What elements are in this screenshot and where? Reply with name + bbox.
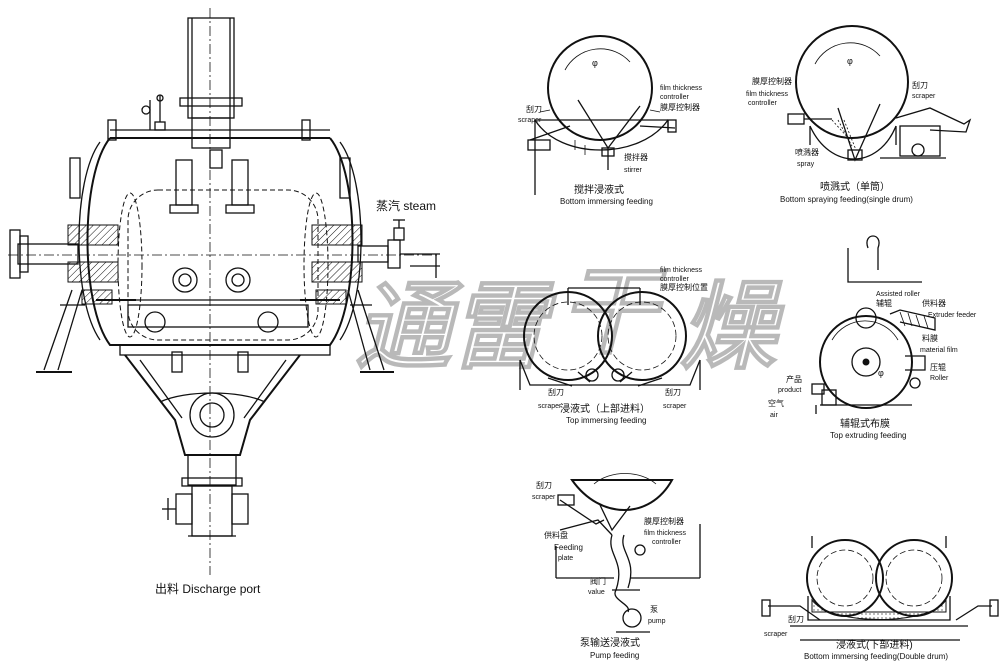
- bi-ctrl-en-1: film thickness: [660, 85, 703, 92]
- panel-pump-feeding: [555, 473, 701, 633]
- panel-bottom-immersing: [527, 35, 677, 195]
- ti-scraper-en-l: scraper: [538, 403, 562, 410]
- te-product-cn: 产品: [786, 374, 802, 384]
- bi-ctrl-en-2: controller: [660, 94, 689, 101]
- watermark-char-2: 雷: [450, 270, 557, 383]
- bi-caption-cn: 搅拌浸液式: [574, 183, 624, 196]
- pf-plate-cn: 供料盘: [544, 530, 568, 540]
- te-feeder-cn: 供料器: [922, 298, 946, 308]
- pf-ctrl-cn: 膜厚控制器: [644, 516, 684, 526]
- steam-label: 蒸汽 steam: [376, 198, 436, 213]
- watermark: 通 雷 干 燥: [354, 254, 785, 383]
- te-film-en: material film: [920, 347, 958, 354]
- bs-ctrl-cn: 膜厚控制器: [752, 76, 792, 86]
- pf-caption-cn: 泵输送浸液式: [580, 636, 640, 649]
- ti-caption-en: Top immersing feeding: [566, 416, 646, 425]
- bi-ctrl-cn: 膜厚控制器: [660, 102, 700, 112]
- pf-ctrl-en-2: controller: [652, 539, 681, 546]
- bi-scraper-cn: 刮刀: [526, 104, 542, 114]
- watermark-char-4: 燥: [680, 270, 785, 383]
- ti-scraper-cn-l: 刮刀: [548, 387, 564, 397]
- te-roller-cn: 压辊: [930, 362, 946, 372]
- watermark-char-3: 干: [560, 255, 667, 368]
- pf-pump-en: pump: [648, 618, 666, 625]
- bs-caption-cn: 喷溅式（单筒）: [820, 180, 890, 193]
- ti-ctrl-en-1: film thickness: [660, 267, 703, 274]
- pf-scraper-en: scraper: [532, 494, 556, 501]
- ti-ctrl-en-2: controller: [660, 276, 689, 283]
- panel-top-immersing: [519, 287, 701, 390]
- ti-scraper-en-r: scraper: [663, 403, 687, 410]
- ti-ctrl-cn: 膜厚控制位置: [660, 282, 708, 292]
- bs-ctrl-en-2: controller: [748, 100, 777, 107]
- watermark-char-1: 通: [355, 270, 464, 383]
- panel-bottom-spraying: [787, 25, 972, 162]
- te-product-en: product: [778, 387, 801, 394]
- pf-plate-en-2: plate: [558, 555, 573, 562]
- pf-plate-en-1: Feeding: [554, 543, 583, 552]
- bi-stirrer-cn: 搅拌器: [624, 152, 648, 162]
- bi-caption-en: Bottom immersing feeding: [560, 197, 653, 206]
- bd-scraper-en: scraper: [764, 631, 788, 638]
- te-caption-cn: 辅辊式布膜: [840, 417, 890, 430]
- te-air-en: air: [770, 412, 778, 419]
- bs-ctrl-en-1: film thickness: [746, 91, 789, 98]
- te-phi: φ: [878, 368, 884, 378]
- bd-caption-cn: 浸液式(下部进料): [836, 638, 913, 651]
- pf-caption-en: Pump feeding: [590, 651, 639, 660]
- bi-phi: φ: [592, 58, 598, 68]
- te-air-cn: 空气: [768, 398, 784, 408]
- pf-valve-cn: 阀门: [590, 576, 606, 586]
- bs-scraper-cn: 刮刀: [912, 80, 928, 90]
- ti-caption-cn: 浸液式（上部进料）: [560, 402, 650, 415]
- bs-scraper-en: scraper: [912, 93, 936, 100]
- te-roller-en: Roller: [930, 375, 949, 382]
- bs-phi: φ: [847, 56, 853, 66]
- te-caption-en: Top extruding feeding: [830, 431, 907, 440]
- bd-scraper-cn: 刮刀: [788, 614, 804, 624]
- pf-pump-cn: 泵: [650, 605, 658, 614]
- ti-scraper-cn-r: 刮刀: [665, 387, 681, 397]
- bs-spray-cn: 喷溅器: [795, 147, 819, 157]
- bd-caption-en: Bottom immersing feeding(Double drum): [804, 652, 948, 661]
- panel-bottom-double: [761, 536, 999, 641]
- bs-spray-en: spray: [797, 161, 815, 168]
- te-assisted-cn: 辅辊: [876, 298, 892, 308]
- pf-valve-en: value: [588, 589, 605, 596]
- bi-scraper-en: scraper: [518, 117, 542, 124]
- main-dryer-drawing: [8, 8, 440, 575]
- te-feeder-en: Extruder feeder: [928, 312, 977, 319]
- discharge-port-label: 出料 Discharge port: [155, 582, 261, 596]
- te-assisted-en: Assisted roller: [876, 291, 921, 298]
- pf-ctrl-en-1: film thickness: [644, 530, 687, 537]
- pf-scraper-cn: 刮刀: [536, 480, 552, 490]
- panel-top-extruding: [811, 235, 936, 414]
- te-film-cn: 料膜: [922, 333, 938, 343]
- bs-caption-en: Bottom spraying feeding(single drum): [780, 195, 913, 204]
- bi-stirrer-en: stirrer: [624, 167, 643, 174]
